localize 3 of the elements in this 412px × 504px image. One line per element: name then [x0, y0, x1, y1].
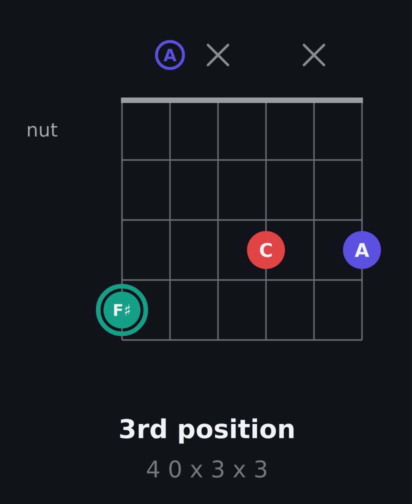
caption: 4 0 x 3 x 3	[146, 460, 266, 478]
side-label: nut	[28, 123, 58, 137]
title: 3rd position	[120, 418, 294, 444]
